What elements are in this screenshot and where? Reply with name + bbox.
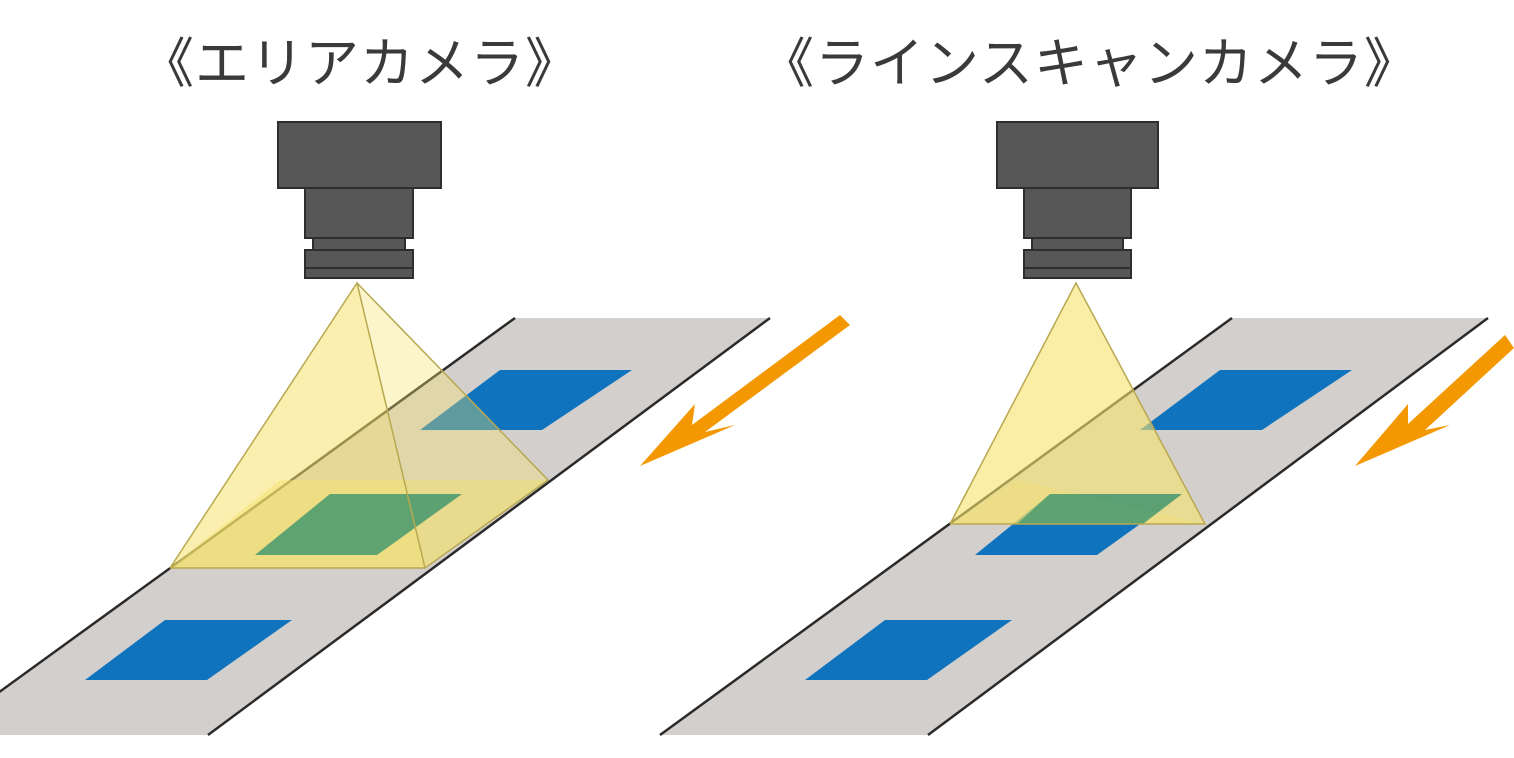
overlap-region — [1017, 494, 1182, 524]
work-piece — [805, 620, 1012, 680]
conveyor-edge — [659, 316, 1233, 737]
work-piece — [420, 370, 632, 430]
conveyor-edge — [927, 316, 1489, 737]
light-beam-edge — [949, 281, 1207, 525]
work-piece — [85, 620, 292, 680]
work-piece — [1140, 370, 1352, 430]
conveyor-edge — [207, 316, 771, 737]
line-scan-camera-panel — [659, 121, 1514, 737]
camera-icon — [996, 121, 1159, 279]
area-camera-panel — [0, 121, 850, 737]
light-beam — [950, 283, 1205, 524]
arrow-icon — [640, 315, 850, 466]
line-scan-camera-title: 《ラインスキャンカメラ》 — [760, 32, 1419, 95]
camera-icon — [277, 121, 442, 279]
arrow-icon — [1355, 335, 1514, 466]
area-camera-title: 《エリアカメラ》 — [140, 32, 580, 95]
light-beam — [357, 283, 548, 568]
